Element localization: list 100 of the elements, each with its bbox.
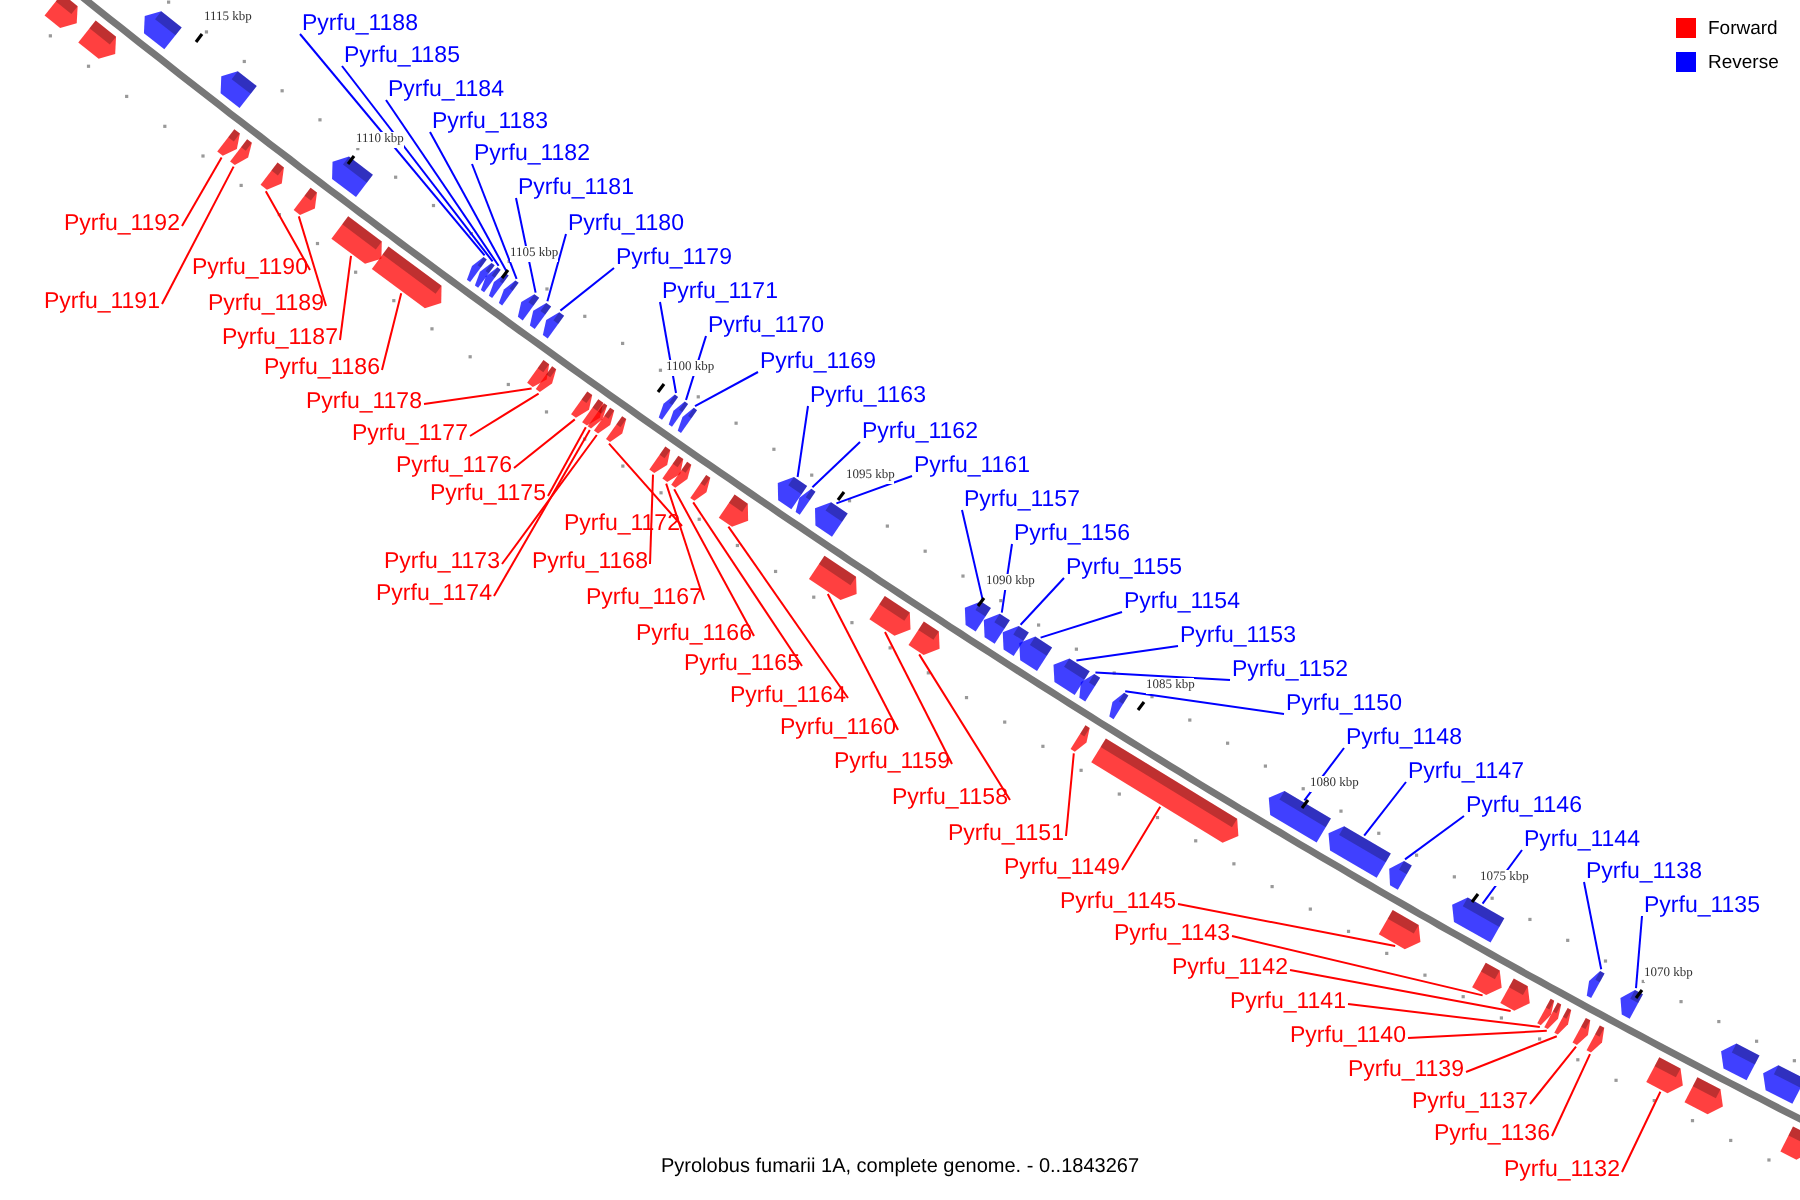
leader-line [1529,1045,1577,1105]
gene-label: Pyrfu_1159 [834,748,950,776]
leader-line [1363,781,1407,837]
leader-line [826,593,899,731]
gene-label: Pyrfu_1189 [208,290,324,318]
gene-label: Pyrfu_1160 [780,714,896,742]
gene-block [1586,1025,1605,1053]
leader-line [1551,1053,1591,1137]
leader-line [1231,935,1484,997]
gene-label: Pyrfu_1141 [1230,988,1346,1016]
leader-line [796,405,809,478]
gene-label: Pyrfu_1168 [532,548,648,576]
leader-line [692,501,803,667]
gene-block [606,416,627,442]
gene-label: Pyrfu_1185 [344,42,460,70]
gene-block [529,302,552,330]
gene-label: Pyrfu_1155 [1066,554,1182,582]
gene-label: Pyrfu_1178 [306,388,422,416]
gene-block [1554,1008,1572,1035]
leader-line [501,434,598,565]
gene-block [1019,636,1053,671]
gene-label: Pyrfu_1140 [1290,1022,1406,1050]
gene-block [1268,790,1331,843]
gene-label: Pyrfu_1173 [384,548,500,576]
leader-line [1583,881,1603,971]
gene-label: Pyrfu_1162 [862,418,978,446]
gene-block [908,621,940,655]
gene-label: Pyrfu_1158 [892,784,1008,812]
gene-block [517,294,540,321]
gene-label: Pyrfu_1151 [948,820,1064,848]
gene-block [869,595,911,636]
gene-label: Pyrfu_1190 [192,254,308,282]
gene-label: Pyrfu_1177 [352,420,468,448]
gene-label: Pyrfu_1175 [430,480,546,508]
gene-block [331,216,382,264]
leader-line [918,653,1011,801]
gene-label: Pyrfu_1146 [1466,792,1582,820]
gene-block [78,20,117,59]
gene-block [474,262,495,288]
gene-block [593,407,615,434]
gene-block [815,502,848,537]
leader-line [665,482,705,601]
gene-label: Pyrfu_1153 [1180,622,1296,650]
gene-block [371,246,442,309]
gene-block [1091,738,1239,843]
leader-line [381,292,403,371]
gene-block [1109,692,1129,720]
gene-block [808,555,857,601]
leader-line [493,429,591,597]
gene-label: Pyrfu_1148 [1346,724,1462,752]
leader-line [1075,645,1179,662]
gene-label: Pyrfu_1170 [708,312,824,340]
leader-line [429,131,508,273]
gene-label: Pyrfu_1164 [730,682,846,710]
gene-block [1646,1057,1683,1094]
gene-label: Pyrfu_1174 [376,580,492,608]
gene-block [1389,861,1412,890]
leader-line [559,267,615,312]
gene-label: Pyrfu_1169 [760,348,876,376]
leader-line [385,99,500,267]
gene-block [1328,826,1391,878]
gene-block [1586,971,1605,999]
leader-line [546,233,567,303]
gene-block [542,312,565,339]
gene-label: Pyrfu_1144 [1524,826,1640,854]
gene-label: Pyrfu_1187 [222,324,338,352]
gene-block [535,366,557,392]
leader-line [1019,577,1065,626]
gene-label: Pyrfu_1145 [1060,888,1176,916]
gene-label: Pyrfu_1157 [964,486,1080,514]
leader-line [513,418,576,469]
gene-block [1079,674,1101,702]
leader-line [649,473,654,565]
gene-label: Pyrfu_1179 [616,244,732,272]
leader-line [1621,1090,1662,1173]
gene-block [1537,998,1555,1026]
leader-line [608,442,683,527]
gene-label: Pyrfu_1136 [1434,1120,1550,1148]
leader-line [471,163,518,280]
gene-label: Pyrfu_1139 [1348,1056,1464,1084]
gene-block [143,11,182,50]
gene-block [480,267,501,293]
gene-label: Pyrfu_1183 [432,108,548,136]
gene-label: Pyrfu_1167 [586,584,702,612]
legend-label: Reverse [1708,51,1779,73]
leader-line [727,525,849,699]
legend-label: Forward [1708,17,1778,39]
gene-block [662,455,684,483]
leader-line [1404,815,1465,861]
gene-label: Pyrfu_1154 [1124,588,1240,616]
leader-line [835,475,913,505]
leader-line [297,215,327,307]
gene-block [571,391,593,418]
gene-label: Pyrfu_1176 [396,452,512,480]
gene-label: Pyrfu_1138 [1586,858,1702,886]
leader-line [1289,969,1512,1012]
gene-block [217,129,240,156]
gene-block [44,0,78,28]
leader-line [1124,690,1285,715]
gene-block [260,162,284,190]
